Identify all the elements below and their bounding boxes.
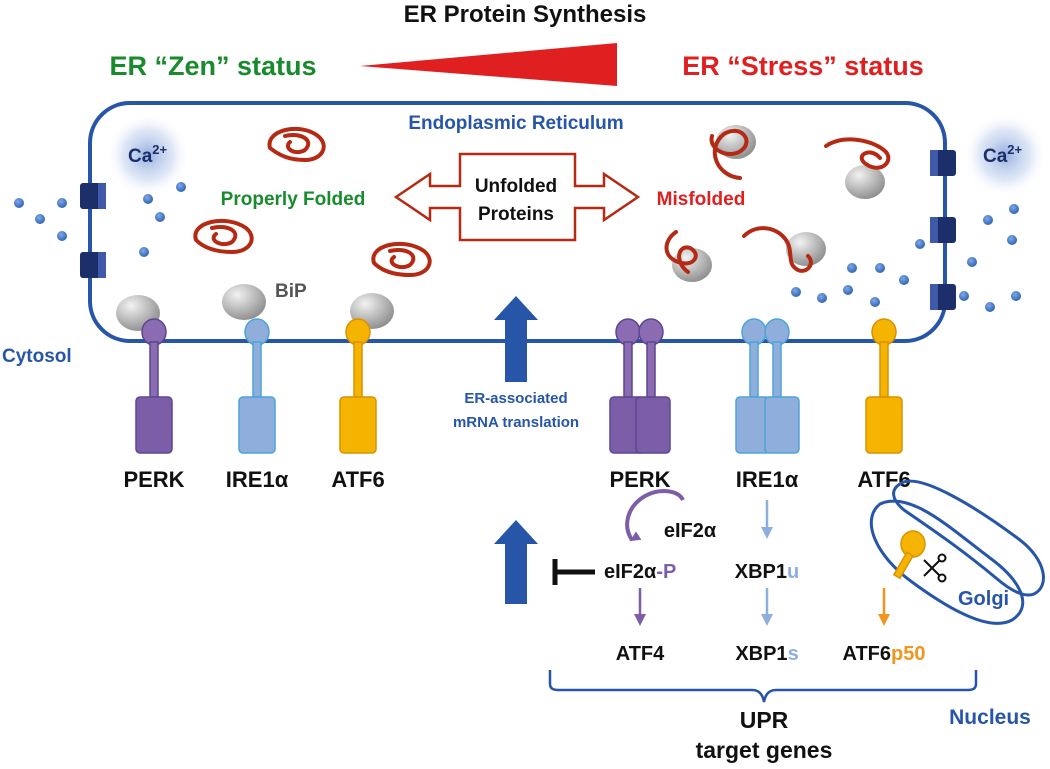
atf6-right: [865, 318, 903, 454]
perk-left-label: PERK: [123, 467, 184, 492]
misfolded-label: Misfolded: [657, 189, 746, 210]
calcium-label-left: Ca2+: [128, 142, 168, 167]
upr-label: UPR: [740, 707, 789, 733]
xbp1s-label: XBP1s: [735, 643, 798, 665]
golgi-apparatus: [869, 479, 1045, 625]
ire1-left: [222, 284, 276, 454]
xbp1u-label: XBP1u: [735, 561, 799, 583]
perk-right-label: PERK: [609, 467, 670, 492]
cytosol-label: Cytosol: [2, 346, 72, 367]
folded-protein-3: [371, 241, 432, 277]
calcium-channel-right-1: [930, 150, 956, 176]
calcium-channel-left-2: [80, 252, 106, 278]
unfolded-label-line2: Proteins: [478, 204, 554, 225]
translation-up-arrow: [494, 296, 538, 382]
calcium-channel-left-1: [80, 183, 106, 209]
calcium-glow-left: [106, 113, 190, 197]
calcium-channel-right-2: [930, 217, 956, 243]
unfolded-label-line1: Unfolded: [475, 176, 557, 197]
stress-status-label: ER “Stress” status: [682, 51, 924, 81]
scissors-icon: [923, 553, 947, 583]
nucleus-label: Nucleus: [949, 706, 1031, 729]
inhibition-bar: [552, 559, 595, 585]
perk-to-atf4-arrow: [634, 588, 646, 626]
target-genes-brace: [548, 670, 978, 703]
calcium-channel-right-3: [930, 284, 956, 310]
perk-right-dimer: [609, 318, 671, 454]
ire1-right-dimer: [735, 318, 800, 454]
atf6-left: [339, 293, 394, 454]
target-genes-label: target genes: [696, 737, 833, 763]
translation-label-line1: ER-associated: [464, 390, 567, 407]
misfolded-protein-3: [664, 230, 698, 274]
properly-folded-label: Properly Folded: [221, 189, 366, 210]
atf6p50-label: ATF6p50: [843, 643, 926, 665]
eif2a-p-label: eIF2α-P: [604, 561, 676, 583]
misfolded-protein-1: [709, 128, 749, 180]
bip-misfolded-4: [786, 232, 826, 266]
calcium-ions: [14, 182, 1021, 312]
eif2a-label: eIF2α: [664, 520, 717, 542]
ire1-to-xbp1u-arrow: [761, 500, 773, 539]
synthesis-wedge: [360, 43, 617, 86]
atf6-left-label: ATF6: [331, 467, 384, 492]
er-label: Endoplasmic Reticulum: [408, 113, 623, 134]
bip-label: BiP: [275, 281, 307, 302]
calcium-label-right: Ca2+: [983, 142, 1023, 167]
atf6-right-label: ATF6: [857, 467, 910, 492]
bip-misfolded-2: [845, 165, 885, 199]
ire1-right-label: IRE1α: [736, 467, 799, 492]
folded-protein-2: [193, 218, 254, 254]
ire1-left-label: IRE1α: [226, 467, 289, 492]
calcium-glow-right: [963, 113, 1047, 197]
golgi-label: Golgi: [958, 588, 1009, 610]
misfolded-protein-4: [742, 226, 813, 273]
misfolded-protein-2: [824, 137, 891, 170]
zen-status-label: ER “Zen” status: [109, 51, 316, 81]
diagram-title: ER Protein Synthesis: [404, 1, 647, 28]
translation-label-line2: mRNA translation: [453, 414, 579, 431]
atf4-label: ATF4: [616, 643, 665, 665]
xbp1u-to-xbp1s-arrow: [761, 588, 773, 626]
atf6-in-golgi: [892, 530, 926, 580]
folded-protein-1: [267, 126, 326, 162]
atf6-to-p50-arrow: [878, 588, 890, 626]
perk-phosphorylation-arrow: [625, 489, 685, 542]
translation-increase-arrow: [494, 520, 538, 604]
bip-misfolded-3: [672, 248, 712, 282]
perk-left: [116, 295, 173, 454]
unfolded-proteins-box: [393, 152, 641, 242]
